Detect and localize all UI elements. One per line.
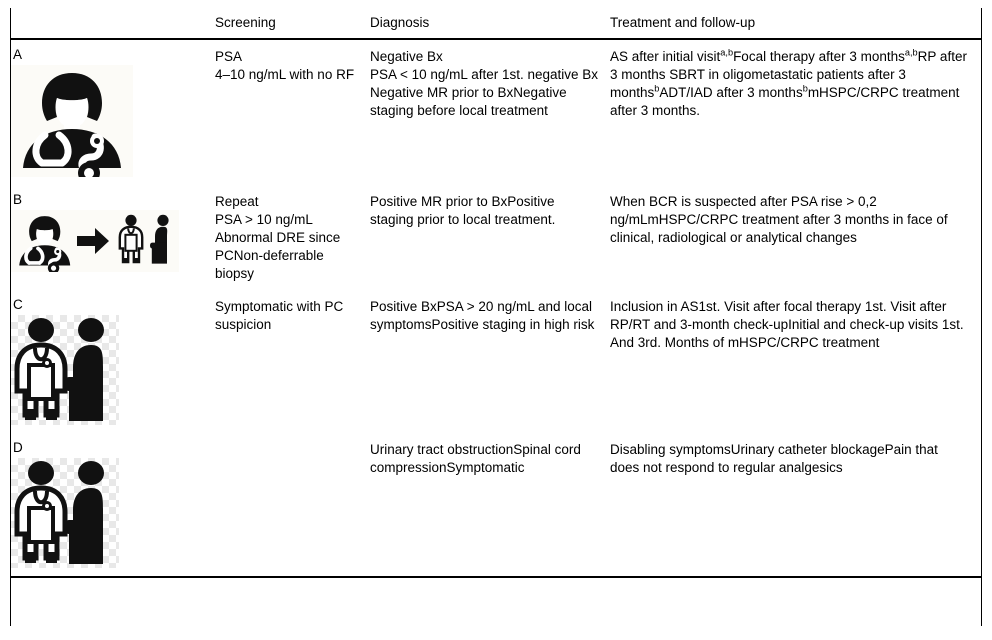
row-label: A [13, 46, 23, 62]
footnote-marker: b [654, 83, 660, 94]
footer-row [11, 576, 981, 593]
seated-patient-figure [64, 318, 104, 422]
row-icon-cell: D [11, 433, 215, 577]
screening-cell [215, 433, 370, 577]
screening-cell: PSA 4–10 ng/mL with no RF [215, 39, 370, 185]
treatment-cell: When BCR is suspected after PSA rise > 0… [610, 185, 981, 291]
row-icon-cell: C [11, 290, 215, 433]
treatment-text: When BCR is suspected after PSA rise > 0… [610, 193, 948, 245]
doctor-and-seated-patient-glyph [14, 318, 104, 422]
treatment-cell: Disabling symptomsUrinary catheter block… [610, 433, 981, 577]
row-icon-cell: B [11, 185, 215, 291]
table-footer-rule [11, 576, 981, 593]
table-header: Screening Diagnosis Treatment and follow… [11, 8, 981, 40]
screening-cell: Repeat PSA > 10 ng/mL Abnormal DRE since… [215, 185, 370, 291]
doctor-arrow-patient-icon [11, 209, 179, 272]
doctor-and-seated-patient-glyph [14, 461, 104, 565]
doctor-bust-with-stethoscope-icon [11, 64, 133, 177]
treatment-text: AS after initial visita,bFocal therapy a… [610, 47, 967, 118]
column-header-treatment: Treatment and follow-up [610, 8, 981, 40]
arrow-right-icon [77, 227, 109, 254]
row-label: B [13, 191, 23, 207]
footnote-marker: a,b [720, 47, 734, 58]
row-label: D [13, 440, 23, 456]
diagnosis-cell: Positive MR prior to BxPositive staging … [370, 185, 610, 291]
diagnosis-text: Negative Bx PSA < 10 ng/mL after 1st. ne… [370, 48, 599, 118]
treatment-text: Inclusion in AS1st. Visit after focal th… [610, 299, 964, 351]
table-row: D [11, 433, 981, 577]
screening-text: PSA 4–10 ng/mL with no RF [215, 48, 355, 82]
header-row: Screening Diagnosis Treatment and follow… [11, 8, 981, 40]
table-left-rule [10, 8, 11, 626]
footer-cell [11, 576, 215, 593]
doctor-arrow-patient-glyph [19, 214, 169, 272]
diagnosis-text: Positive BxPSA > 20 ng/mL and local symp… [370, 299, 595, 333]
table-right-rule [981, 8, 982, 626]
treatment-text: Disabling symptomsUrinary catheter block… [610, 442, 938, 476]
column-header-diagnosis: Diagnosis [370, 8, 610, 40]
diagnosis-text: Positive MR prior to BxPositive staging … [370, 193, 556, 227]
seated-patient-figure [64, 461, 104, 565]
standing-doctor-figure [14, 461, 68, 564]
table-row: C [11, 290, 981, 433]
footer-cell [215, 576, 370, 593]
treatment-cell: AS after initial visita,bFocal therapy a… [610, 39, 981, 185]
footer-cell [370, 576, 610, 593]
table-row: A [11, 39, 981, 185]
footer-cell [610, 576, 981, 593]
footnote-marker: b [802, 83, 808, 94]
footnote-marker: a,b [904, 47, 918, 58]
diagnosis-cell: Negative Bx PSA < 10 ng/mL after 1st. ne… [370, 39, 610, 185]
diagnosis-cell: Positive BxPSA > 20 ng/mL and local symp… [370, 290, 610, 433]
row-label: C [13, 297, 23, 313]
table-row: B [11, 185, 981, 291]
doctor-bust-with-stethoscope-glyph [23, 72, 121, 177]
screening-text: Repeat PSA > 10 ng/mL Abnormal DRE since… [215, 193, 341, 281]
table-body: A [11, 39, 981, 577]
doctor-and-seated-patient-icon [11, 458, 119, 569]
doctor-and-seated-patient-icon [11, 315, 119, 426]
column-header-screening: Screening [215, 8, 370, 40]
standing-doctor-figure [14, 318, 68, 421]
treatment-cell: Inclusion in AS1st. Visit after focal th… [610, 290, 981, 433]
screening-text: Symptomatic with PC suspicion [215, 299, 344, 333]
clinical-pathway-table: Screening Diagnosis Treatment and follow… [11, 8, 981, 593]
diagnosis-cell: Urinary tract obstructionSpinal cord com… [370, 433, 610, 577]
screening-cell: Symptomatic with PC suspicion [215, 290, 370, 433]
column-header-icon [11, 8, 215, 40]
diagnosis-text: Urinary tract obstructionSpinal cord com… [370, 442, 581, 476]
row-icon-cell: A [11, 39, 215, 185]
